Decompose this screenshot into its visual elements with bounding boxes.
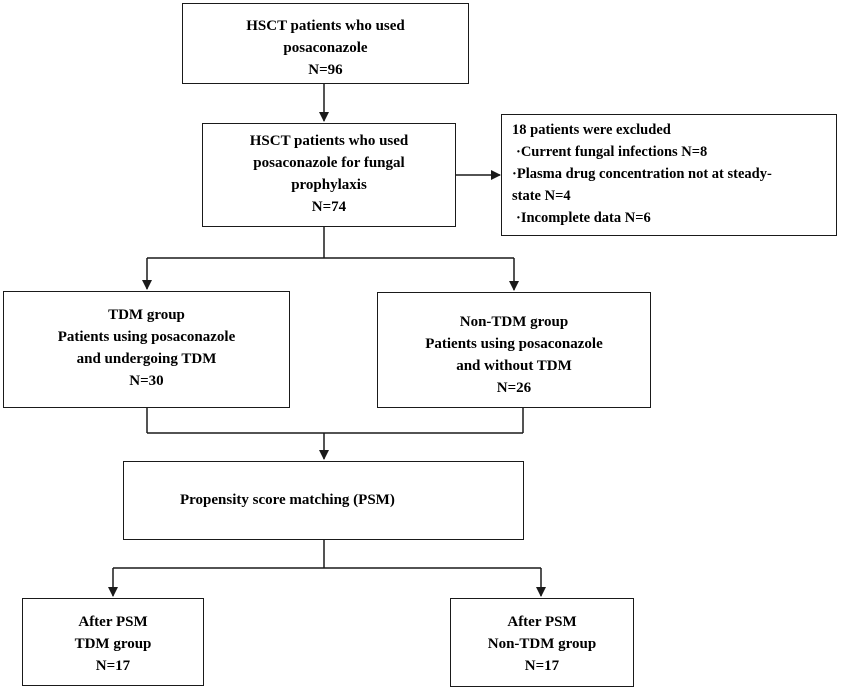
- non-tdm-group-count: N=26: [496, 380, 532, 396]
- excluded-incomplete-data: ·Incomplete data N=6: [516, 210, 651, 226]
- box1-count: N=96: [308, 62, 343, 78]
- tdm-group-desc1: Patients using posaconazole: [57, 329, 236, 345]
- excluded-fungal-infections: ·Current fungal infections N=8: [516, 144, 708, 160]
- box-excluded-patients: 18 patients were excluded ·Current funga…: [501, 114, 837, 236]
- box2-line2: posaconazole for fungal: [253, 155, 405, 171]
- box1-line2: posaconazole: [283, 40, 368, 56]
- box-non-tdm-group: Non-TDM group Patients using posaconazol…: [377, 292, 651, 408]
- box-hsct-posaconazole: HSCT patients who used posaconazole N=96: [182, 3, 469, 84]
- after-non-tdm-line1: After PSM: [507, 614, 577, 630]
- excluded-plasma-concentration-cont: state N=4: [512, 188, 571, 204]
- box-after-psm-non-tdm: After PSM Non-TDM group N=17: [450, 598, 634, 687]
- box2-count: N=74: [311, 199, 347, 215]
- box2-line1: HSCT patients who used: [249, 133, 409, 149]
- box2-line3: prophylaxis: [291, 177, 367, 193]
- after-non-tdm-line2: Non-TDM group: [487, 636, 597, 652]
- tdm-group-count: N=30: [129, 373, 164, 389]
- box-fungal-prophylaxis: HSCT patients who used posaconazole for …: [202, 123, 456, 227]
- non-tdm-group-desc1: Patients using posaconazole: [425, 336, 603, 352]
- tdm-group-desc2: and undergoing TDM: [76, 351, 217, 367]
- tdm-group-title: TDM group: [108, 307, 185, 323]
- non-tdm-group-desc2: and without TDM: [456, 358, 572, 374]
- box-propensity-score-matching: Propensity score matching (PSM): [123, 461, 524, 540]
- excluded-plasma-concentration: ·Plasma drug concentration not at steady…: [512, 166, 772, 182]
- box-after-psm-tdm: After PSM TDM group N=17: [22, 598, 204, 686]
- after-non-tdm-count: N=17: [524, 658, 560, 674]
- psm-label: Propensity score matching (PSM): [180, 492, 395, 508]
- excluded-heading: 18 patients were excluded: [512, 122, 671, 138]
- after-tdm-count: N=17: [95, 658, 131, 674]
- after-tdm-line2: TDM group: [74, 636, 152, 652]
- non-tdm-group-title: Non-TDM group: [459, 314, 569, 330]
- after-tdm-line1: After PSM: [78, 614, 148, 630]
- box1-line1: HSCT patients who used: [246, 18, 405, 34]
- box-tdm-group: TDM group Patients using posaconazole an…: [3, 291, 290, 408]
